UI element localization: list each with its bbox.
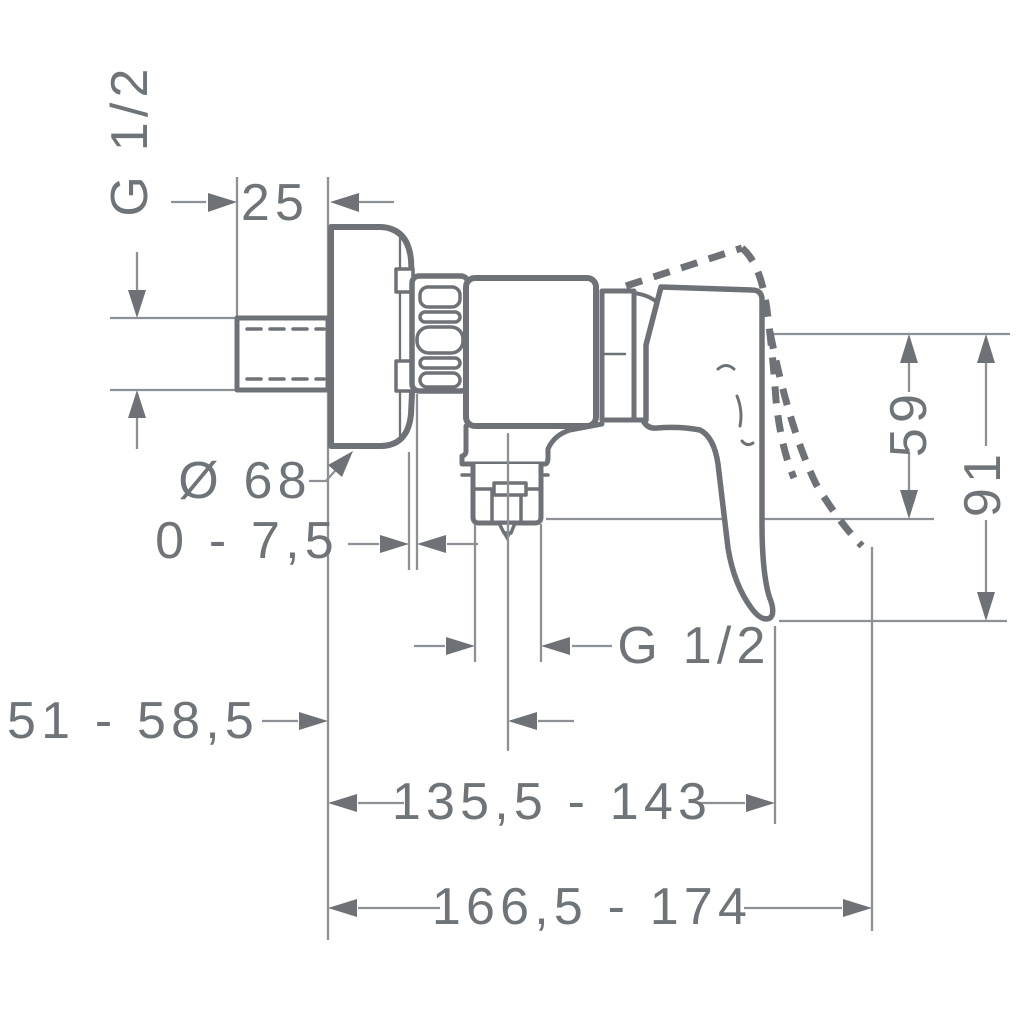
supply-pipe-thread bbox=[245, 327, 326, 381]
outlet-ext-lines bbox=[473, 524, 543, 662]
cartridge-neck bbox=[599, 288, 637, 423]
handle-detail-arcs bbox=[716, 364, 755, 447]
arrow-166-right bbox=[843, 899, 872, 917]
pivot-arc bbox=[632, 291, 660, 305]
arrow-g12-down bbox=[128, 290, 146, 318]
label-outlet-thread: G 1/2 bbox=[617, 617, 771, 675]
swing-range-arc bbox=[766, 331, 865, 549]
label-escutcheon-diameter: Ø 68 bbox=[178, 452, 312, 510]
label-overall-height: 91 bbox=[954, 448, 1012, 518]
arrow-135-right bbox=[746, 794, 775, 812]
body-underside bbox=[459, 421, 605, 467]
label-wall-to-outlet: 51 - 58,5 bbox=[6, 692, 260, 750]
arrowheads bbox=[128, 193, 995, 917]
handle bbox=[641, 284, 776, 622]
arrow-g12o-right bbox=[446, 637, 475, 655]
label-nipple-projection: 25 bbox=[240, 174, 310, 232]
label-wall-to-handle: 135,5 - 143 bbox=[391, 773, 713, 831]
raised-handle-inner-arc bbox=[739, 245, 798, 480]
label-supply-thread: G 1/2 bbox=[101, 63, 159, 217]
faucet-outline bbox=[234, 224, 776, 752]
arrow-dia68-leader bbox=[328, 451, 353, 477]
arrow-59-down bbox=[900, 490, 918, 519]
arrow-075-right bbox=[380, 535, 409, 553]
arrow-25-left bbox=[208, 193, 237, 212]
label-escutcheon-adjustment: 0 - 7,5 bbox=[155, 512, 339, 570]
outlet-details bbox=[474, 481, 540, 541]
label-overall-projection: 166,5 - 174 bbox=[431, 878, 753, 936]
arrow-075-left bbox=[417, 535, 446, 553]
raised-handle-top-edge bbox=[624, 244, 744, 290]
union-nut-ridges bbox=[415, 285, 465, 389]
valve-body bbox=[463, 275, 599, 429]
arrow-59-up bbox=[900, 334, 918, 363]
arrow-135-left bbox=[328, 794, 357, 812]
arrow-51-right bbox=[299, 712, 328, 730]
dim-0-75-ext-lines bbox=[407, 394, 419, 570]
handle-raised-dashed bbox=[624, 244, 865, 549]
arrow-g12-up bbox=[128, 390, 146, 418]
arrow-25-right bbox=[330, 193, 359, 212]
arrow-91-up bbox=[977, 334, 995, 363]
arrow-166-left bbox=[328, 899, 357, 917]
label-outlet-to-handle-top: 59 bbox=[880, 388, 938, 458]
arrow-51-left bbox=[508, 712, 537, 730]
arrow-91-down bbox=[977, 592, 995, 621]
arrow-g12o-left bbox=[541, 637, 570, 655]
